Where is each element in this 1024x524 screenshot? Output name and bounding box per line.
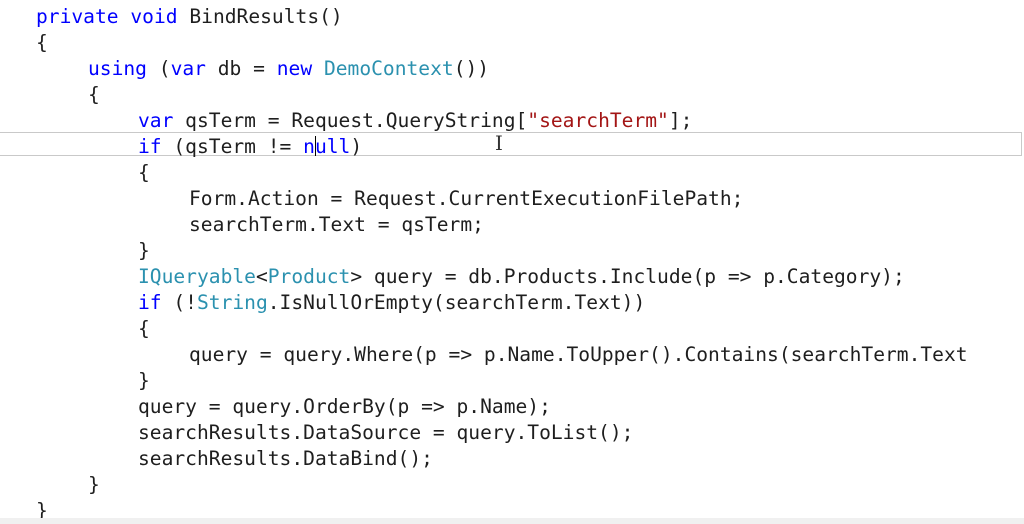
editor-bottom-edge [0, 518, 1024, 524]
code-token: if [138, 291, 162, 314]
code-token: searchTerm.Text = qsTerm; [189, 213, 484, 236]
code-token [312, 57, 324, 80]
code-token: db = [205, 57, 277, 80]
code-token: DemoContext [323, 57, 454, 80]
code-line[interactable]: { [36, 30, 48, 56]
text-caret [315, 136, 316, 156]
code-line[interactable]: } [138, 368, 150, 394]
code-line[interactable]: } [36, 498, 48, 524]
code-token: using [88, 57, 147, 80]
code-token: > query = db.Products.Include(p => p.Cat… [350, 265, 905, 288]
code-token: { [88, 83, 100, 106]
code-token: } [138, 239, 150, 262]
code-token: { [138, 317, 150, 340]
code-line[interactable]: Form.Action = Request.CurrentExecutionFi… [189, 186, 743, 212]
code-token: ]; [668, 109, 693, 132]
code-token: Form.Action = Request.CurrentExecutionFi… [189, 187, 744, 210]
ibeam-cursor-icon: I [495, 131, 503, 155]
code-token: var [170, 57, 206, 80]
code-line[interactable]: searchTerm.Text = qsTerm; [189, 212, 484, 238]
code-line[interactable]: var qsTerm = Request.QueryString["search… [138, 108, 692, 134]
code-line[interactable]: using (var db = new DemoContext()) [88, 56, 489, 82]
code-token: ) [350, 135, 363, 158]
code-token: .IsNullOrEmpty(searchTerm.Text)) [267, 291, 646, 314]
code-token: IQueryable [138, 265, 256, 288]
code-token [119, 5, 131, 28]
code-line[interactable]: query = query.OrderBy(p => p.Name); [138, 394, 551, 420]
code-line[interactable]: IQueryable<Product> query = db.Products.… [138, 264, 905, 290]
code-token: BindResults() [177, 5, 343, 28]
code-token: searchResults.DataBind(); [138, 447, 433, 470]
code-token: var [138, 109, 174, 132]
code-token: ()) [453, 57, 490, 80]
code-line[interactable]: if (qsTerm != null) [138, 134, 362, 160]
code-token: new [276, 57, 313, 80]
code-line[interactable]: { [138, 160, 150, 186]
code-line[interactable]: } [138, 238, 150, 264]
code-token: query = query.Where(p => p.Name.ToUpper(… [189, 343, 968, 366]
code-token: void [130, 5, 178, 28]
code-token: query = query.OrderBy(p => p.Name); [138, 395, 551, 418]
code-token: { [36, 31, 48, 54]
code-line[interactable]: } [88, 472, 100, 498]
code-token: searchResults.DataSource = query.ToList(… [138, 421, 634, 444]
code-token: } [88, 473, 100, 496]
code-line[interactable]: private void BindResults() [36, 4, 343, 30]
code-token: qsTerm = Request.QueryString[ [173, 109, 528, 132]
code-token: { [138, 161, 150, 184]
code-token: < [255, 265, 268, 288]
code-line[interactable]: if (!String.IsNullOrEmpty(searchTerm.Tex… [138, 290, 645, 316]
code-line[interactable]: { [88, 82, 100, 108]
code-token: String [196, 291, 268, 314]
current-line-highlight [0, 132, 1022, 156]
code-line[interactable]: query = query.Where(p => p.Name.ToUpper(… [189, 342, 968, 368]
code-token: null [303, 135, 351, 158]
code-token: } [138, 369, 150, 392]
code-line[interactable]: searchResults.DataSource = query.ToList(… [138, 420, 633, 446]
code-token: Product [267, 265, 351, 288]
code-token: ( [146, 57, 171, 80]
code-token: private [36, 5, 119, 28]
code-line[interactable]: searchResults.DataBind(); [138, 446, 433, 472]
code-line[interactable]: { [138, 316, 150, 342]
code-token: } [36, 499, 48, 522]
code-token: (! [161, 291, 197, 314]
code-token: (qsTerm != [161, 135, 304, 158]
code-token: "searchTerm" [527, 109, 669, 132]
code-token: if [138, 135, 162, 158]
